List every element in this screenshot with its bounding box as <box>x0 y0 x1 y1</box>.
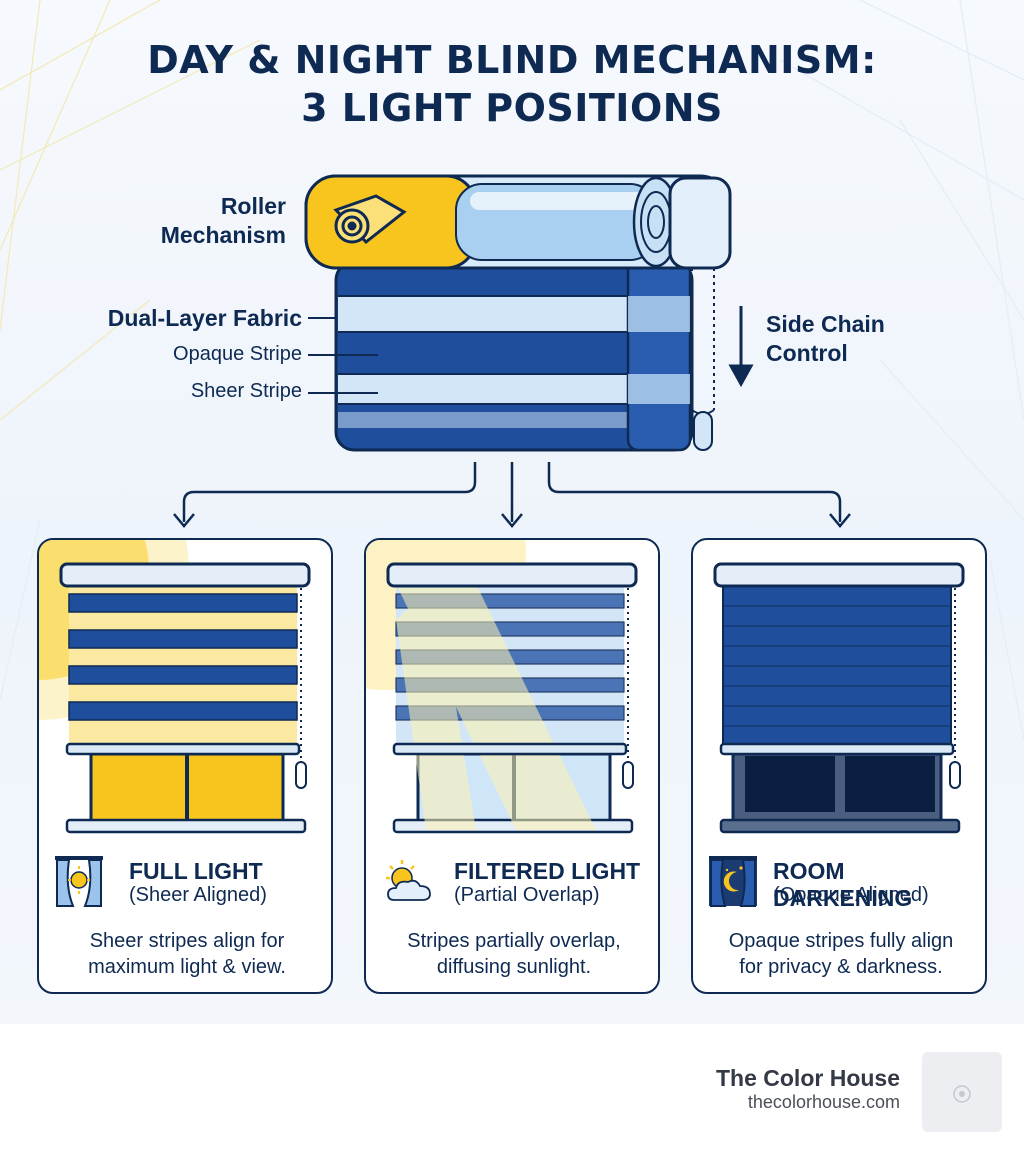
title-line-1: DAY & NIGHT BLIND MECHANISM: <box>147 38 877 82</box>
room-darkening-desc-line-1: Opaque stripes fully align <box>728 930 954 952</box>
roller-mechanism-label: Roller Mechanism <box>110 192 286 250</box>
roller-label-line-2: Mechanism <box>160 222 286 248</box>
full-light-subheading: (Sheer Aligned) <box>129 884 267 906</box>
full-light-description: Sheer stripes align for maximum light & … <box>49 928 325 980</box>
brand-logo-icon <box>953 1085 971 1103</box>
page-title: DAY & NIGHT BLIND MECHANISM: 3 LIGHT POS… <box>0 36 1024 132</box>
brand-logo <box>922 1052 1002 1132</box>
room-darkening-subheading: (Opaque Aligned) <box>773 884 929 906</box>
filtered-light-description: Stripes partially overlap, diffusing sun… <box>376 928 652 980</box>
room-darkening-description: Opaque stripes fully align for privacy &… <box>703 928 979 980</box>
title-line-2: 3 LIGHT POSITIONS <box>301 86 723 130</box>
full-light-desc-line-1: Sheer stripes align for <box>89 930 285 952</box>
position-card-filtered-light: FILTERED LIGHT (Partial Overlap) Stripes… <box>364 538 660 994</box>
brand-name: The Color House <box>715 1065 900 1091</box>
full-light-desc-line-2: maximum light & view. <box>88 956 286 978</box>
curtain-sun-icon <box>55 856 103 907</box>
room-darkening-heading: ROOM DARKENING <box>773 858 913 911</box>
curtain-moon-icon <box>709 856 757 907</box>
chain-label-line-2: Control <box>766 340 848 366</box>
room-darkening-illustration <box>713 562 965 834</box>
dual-layer-label: Dual-Layer Fabric <box>107 305 302 331</box>
room-darkening-desc-line-2: for privacy & darkness. <box>739 956 943 978</box>
chain-label-line-1: Side Chain <box>766 311 885 337</box>
roller-label-line-1: Roller <box>220 193 286 219</box>
opaque-stripe-label: Opaque Stripe <box>173 343 302 365</box>
brand-url[interactable]: thecolorhouse.com <box>747 1092 900 1112</box>
sun-cloud-icon <box>386 860 431 901</box>
filtered-light-desc-line-2: diffusing sunlight. <box>436 956 592 978</box>
side-chain-label: Side Chain Control <box>766 310 936 368</box>
sheer-stripe-label: Sheer Stripe <box>190 380 302 402</box>
full-light-heading: FULL LIGHT <box>129 858 263 884</box>
background-rays <box>0 0 1024 741</box>
filtered-light-heading: FILTERED LIGHT <box>454 858 641 884</box>
position-card-room-darkening: ROOM DARKENING (Opaque Aligned) Opaque s… <box>691 538 987 994</box>
full-light-illustration <box>39 540 311 834</box>
position-card-full-light: FULL LIGHT (Sheer Aligned) Sheer stripes… <box>37 538 333 994</box>
filtered-light-illustration <box>366 540 658 840</box>
filtered-light-desc-line-1: Stripes partially overlap, <box>407 930 621 952</box>
filtered-light-subheading: (Partial Overlap) <box>454 884 600 906</box>
infographic-canvas: DAY & NIGHT BLIND MECHANISM: 3 LIGHT POS… <box>0 0 1024 1024</box>
